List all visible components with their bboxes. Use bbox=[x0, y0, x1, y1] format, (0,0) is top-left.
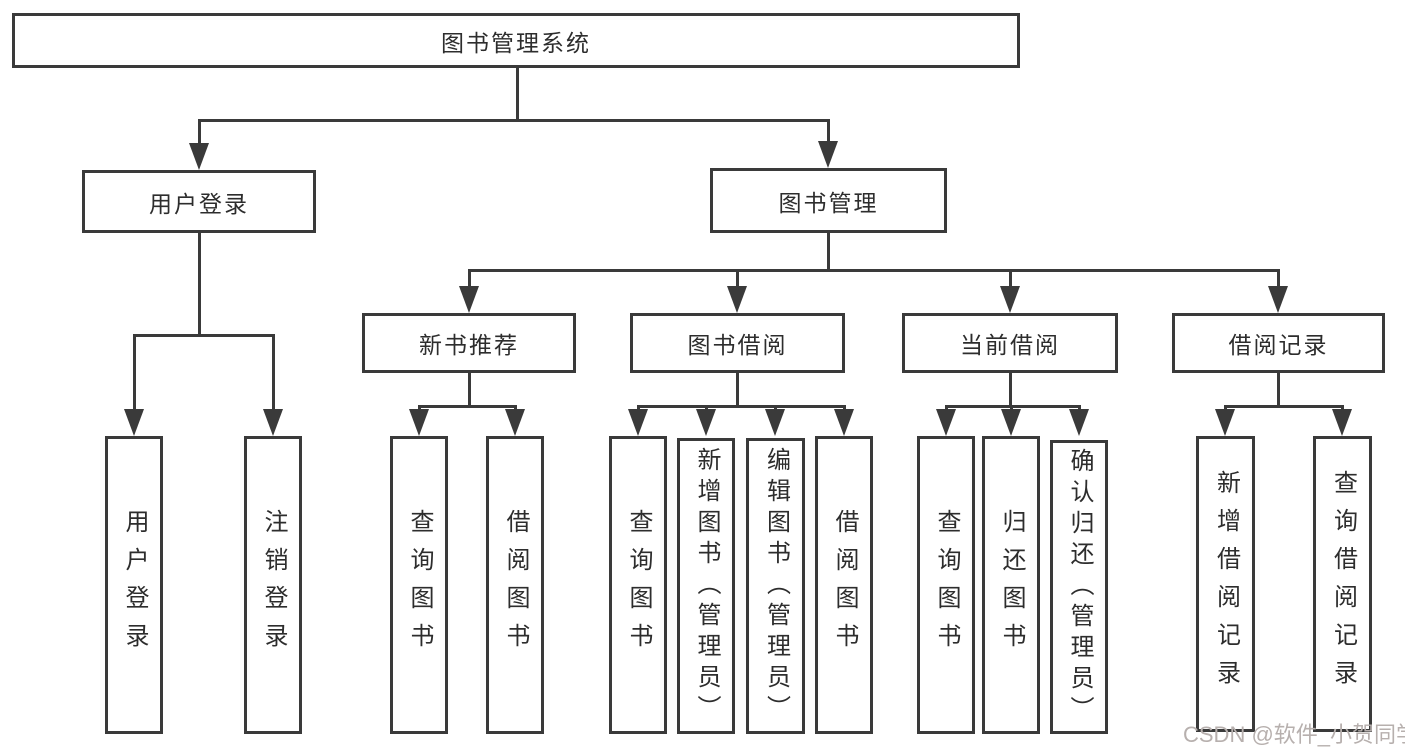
leaf-recommend-query-book: 查询图书 bbox=[390, 436, 448, 734]
arrow-down-icon bbox=[1268, 286, 1288, 313]
connector-drop-new-book-recommend bbox=[468, 269, 471, 288]
arrow-down-icon bbox=[696, 409, 716, 436]
leaf-current-return-book-label: 归还图书 bbox=[998, 509, 1025, 661]
connector-drop-leaf-logout bbox=[272, 334, 275, 412]
node-borrow-record: 借阅记录 bbox=[1172, 313, 1385, 373]
node-new-book-recommend-label: 新书推荐 bbox=[419, 332, 519, 358]
leaf-borrow-add-book: 新增图书（管理员） bbox=[677, 438, 735, 734]
node-root-label: 图书管理系统 bbox=[441, 29, 591, 56]
arrow-down-icon bbox=[189, 143, 209, 170]
arrow-down-icon bbox=[1215, 409, 1235, 436]
leaf-borrow-query-book: 查询图书 bbox=[609, 436, 667, 734]
connector-recommend-horizontal bbox=[418, 405, 517, 408]
csdn-watermark: CSDN @软件_小贺同学 bbox=[1183, 722, 1405, 747]
connector-drop-user-login bbox=[198, 119, 201, 146]
connector-user-login-horizontal bbox=[133, 334, 275, 337]
connector-book-management-horizontal bbox=[468, 269, 1280, 272]
node-current-borrow-label: 当前借阅 bbox=[960, 332, 1060, 358]
connector-drop-book-management bbox=[827, 119, 830, 144]
node-borrow-record-label: 借阅记录 bbox=[1228, 332, 1329, 358]
arrow-down-icon bbox=[628, 409, 648, 436]
connector-current-stem bbox=[1009, 373, 1012, 408]
connector-drop-leaf-login bbox=[133, 334, 136, 412]
connector-root-stem bbox=[516, 68, 519, 121]
connector-book-management-stem bbox=[827, 233, 830, 272]
connector-record-stem bbox=[1277, 373, 1280, 408]
leaf-recommend-borrow-book: 借阅图书 bbox=[486, 436, 544, 734]
leaf-user-login: 用户登录 bbox=[105, 436, 163, 734]
leaf-borrow-add-book-label: 新增图书（管理员） bbox=[693, 446, 720, 726]
leaf-current-query-book: 查询图书 bbox=[917, 436, 975, 734]
arrow-down-icon bbox=[459, 286, 479, 313]
leaf-user-login-label: 用户登录 bbox=[121, 509, 148, 661]
connector-record-horizontal bbox=[1224, 405, 1344, 408]
arrow-down-icon bbox=[124, 409, 144, 436]
connector-drop-book-borrow bbox=[736, 269, 739, 288]
leaf-current-return-book: 归还图书 bbox=[982, 436, 1040, 734]
leaf-borrow-edit-book-label: 编辑图书（管理员） bbox=[762, 446, 790, 726]
connector-drop-borrow-record bbox=[1277, 269, 1280, 288]
leaf-recommend-borrow-book-label: 借阅图书 bbox=[502, 509, 529, 661]
leaf-logout-label: 注销登录 bbox=[260, 509, 287, 661]
node-book-borrow: 图书借阅 bbox=[630, 313, 845, 373]
arrow-down-icon bbox=[727, 286, 747, 313]
node-book-management: 图书管理 bbox=[710, 168, 947, 233]
leaf-record-query-record-label: 查询借阅记录 bbox=[1329, 470, 1357, 698]
connector-borrow-stem bbox=[736, 373, 739, 408]
node-user-login-label: 用户登录 bbox=[149, 190, 249, 217]
arrow-down-icon bbox=[409, 409, 429, 436]
node-root: 图书管理系统 bbox=[12, 13, 1020, 68]
leaf-current-confirm-return-label: 确认归还（管理员） bbox=[1066, 447, 1093, 727]
connector-recommend-stem bbox=[468, 373, 471, 408]
node-book-borrow-label: 图书借阅 bbox=[687, 332, 788, 358]
connector-borrow-horizontal bbox=[637, 405, 846, 408]
leaf-recommend-query-book-label: 查询图书 bbox=[406, 509, 433, 661]
leaf-borrow-edit-book: 编辑图书（管理员） bbox=[746, 438, 805, 734]
leaf-current-confirm-return: 确认归还（管理员） bbox=[1050, 440, 1108, 734]
arrow-down-icon bbox=[505, 409, 525, 436]
arrow-down-icon bbox=[1000, 286, 1020, 313]
arrow-down-icon bbox=[834, 409, 854, 436]
arrow-down-icon bbox=[1332, 409, 1352, 436]
node-book-management-label: 图书管理 bbox=[778, 189, 879, 216]
leaf-logout: 注销登录 bbox=[244, 436, 302, 734]
arrow-down-icon bbox=[765, 409, 785, 436]
leaf-borrow-borrow-book: 借阅图书 bbox=[815, 436, 873, 734]
leaf-current-query-book-label: 查询图书 bbox=[933, 509, 960, 661]
leaf-borrow-borrow-book-label: 借阅图书 bbox=[831, 509, 858, 661]
node-user-login: 用户登录 bbox=[82, 170, 316, 233]
node-new-book-recommend: 新书推荐 bbox=[362, 313, 576, 373]
leaf-record-query-record: 查询借阅记录 bbox=[1313, 436, 1372, 732]
connector-root-horizontal bbox=[198, 119, 830, 122]
leaf-record-add-record: 新增借阅记录 bbox=[1196, 436, 1255, 732]
arrow-down-icon bbox=[263, 409, 283, 436]
node-current-borrow: 当前借阅 bbox=[902, 313, 1118, 373]
arrow-down-icon bbox=[936, 409, 956, 436]
connector-user-login-stem bbox=[198, 233, 201, 336]
connector-drop-current-borrow bbox=[1009, 269, 1012, 288]
leaf-borrow-query-book-label: 查询图书 bbox=[625, 509, 652, 661]
leaf-record-add-record-label: 新增借阅记录 bbox=[1212, 470, 1240, 698]
arrow-down-icon bbox=[1001, 409, 1021, 436]
arrow-down-icon bbox=[818, 141, 838, 168]
connector-current-horizontal bbox=[945, 405, 1081, 408]
arrow-down-icon bbox=[1069, 409, 1089, 436]
